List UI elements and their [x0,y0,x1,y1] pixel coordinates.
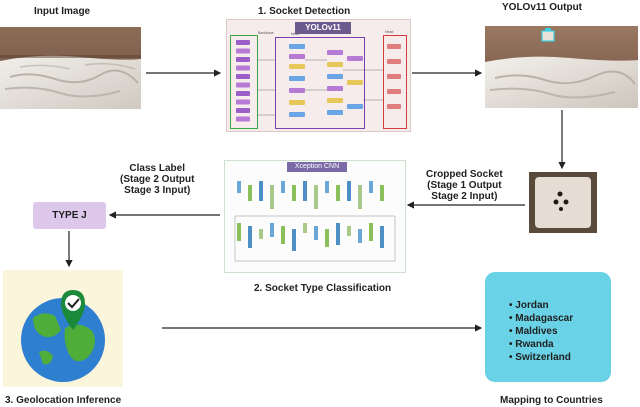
yolo-layer-block [236,108,250,113]
input-image-label: Input Image [34,6,91,17]
yolo-layer-block [236,74,250,79]
yolo-layer-block [347,104,363,109]
yolo-layer-block [327,110,343,115]
xception-layer-block [292,185,296,201]
yolo-layer-block [289,64,305,69]
head-tag: Head [385,30,394,34]
cropped-socket-text: Cropped Socket (Stage 1 Output Stage 2 I… [426,169,503,202]
yolo-title: YOLOv11 [295,22,351,34]
input-image-photo [0,27,141,109]
xception-layer-block [237,223,241,241]
country-item: Rwanda [509,338,573,351]
yolo-layer-block [347,56,363,61]
backbone-tag: Backbone [258,31,274,35]
yolo-layer-block [327,74,343,79]
xception-layer-block [325,181,329,193]
cropped-socket-photo [529,172,597,233]
neck-column [275,37,365,129]
yolo-layer-block [236,116,250,122]
xception-layer-block [347,181,351,201]
yolo-layer-block [236,91,250,96]
yolo-layer-block [387,89,401,94]
yolo-layer-block [236,65,250,71]
yolo-layer-block [289,44,305,49]
mapping-label: Mapping to Countries [500,395,603,406]
geolocation-label: 3. Geolocation Inference [5,395,122,406]
xception-layer-block [303,223,307,233]
neck-tag: Neck [291,32,299,36]
xception-layer-block [358,229,362,243]
xception-layer-block [314,185,318,209]
xception-title: Xception CNN [287,162,347,172]
xception-layer-block [248,226,252,248]
cropped-socket-line-3: Stage 2 Input) [431,191,498,202]
class-label-line-3: Stage 3 Input) [124,185,191,196]
yolo-layer-block [327,98,343,103]
yolo-output-photo [485,26,638,108]
yolo-layer-block [327,50,343,55]
class-label-text: Class Label (Stage 2 Output Stage 3 Inpu… [120,163,194,196]
countries-box: Jordan Madagascar Maldives Rwanda Switze… [485,272,611,382]
yolo-layer-block [289,88,305,93]
country-item: Jordan [509,299,573,312]
yolo-output-label: YOLOv11 Output [502,2,583,13]
country-item: Switzerland [509,351,573,364]
yolo-layer-block [289,112,305,117]
xception-layer-block [325,229,329,247]
xception-layer-block [336,223,340,245]
country-list: Jordan Madagascar Maldives Rwanda Switze… [509,299,573,364]
xception-layer-block [358,185,362,209]
xception-layer-block [281,181,285,193]
xception-layer-block [237,181,241,193]
yolo-layer-block [236,48,250,54]
cropped-socket-line-2: (Stage 1 Output [427,180,502,191]
geolocation-globe-panel [3,270,123,387]
xception-block-layer [234,181,396,262]
xception-layer-block [270,185,274,209]
yolo-layer-block [327,86,343,91]
class-label-line-2: (Stage 2 Output [120,174,195,185]
yolo-layer-block [289,76,305,81]
yolo-architecture-diagram: YOLOv11 Backbone Neck Head [226,19,411,132]
type-label-box: TYPE J [33,202,106,229]
yolo-layer-block [289,100,305,105]
cropped-socket-line-1: Cropped Socket [426,169,503,180]
socket-classification-label: 2. Socket Type Classification [254,283,392,294]
xception-layer-block [303,181,307,201]
xception-layer-block [336,185,340,201]
yolo-layer-block [289,54,305,59]
yolo-layer-block [387,59,401,64]
xception-layer-block [369,181,373,193]
yolo-block-layer [236,40,401,122]
xception-layer-block [259,229,263,239]
backbone-column [230,35,258,129]
head-column [383,35,407,129]
socket-detection-label: 1. Socket Detection [258,6,351,17]
xception-layer-block [380,185,384,201]
xception-layer-block [281,226,285,244]
yolo-layer-block [347,80,363,85]
xception-layer-block [314,226,318,240]
yolo-layer-block [327,62,343,67]
xception-layer-block [292,229,296,251]
xception-architecture-diagram: Xception CNN [224,160,406,273]
yolo-layer-block [236,40,250,45]
yolo-layer-block [387,74,401,79]
xception-layer-block [270,223,274,237]
yolo-layer-block [387,104,401,109]
country-item: Madagascar [509,312,573,325]
xception-layer-block [347,226,351,236]
yolo-layer-block [387,44,401,49]
class-label-line-1: Class Label [129,163,186,174]
xception-layer-block [248,185,252,201]
yolo-layer-block [236,99,250,105]
yolo-layer-block [236,57,250,62]
xception-layer-block [380,226,384,248]
xception-layer-block [369,223,373,241]
yolo-layer-block [236,82,250,88]
country-item: Maldives [509,325,573,338]
xception-layer-block [259,181,263,201]
